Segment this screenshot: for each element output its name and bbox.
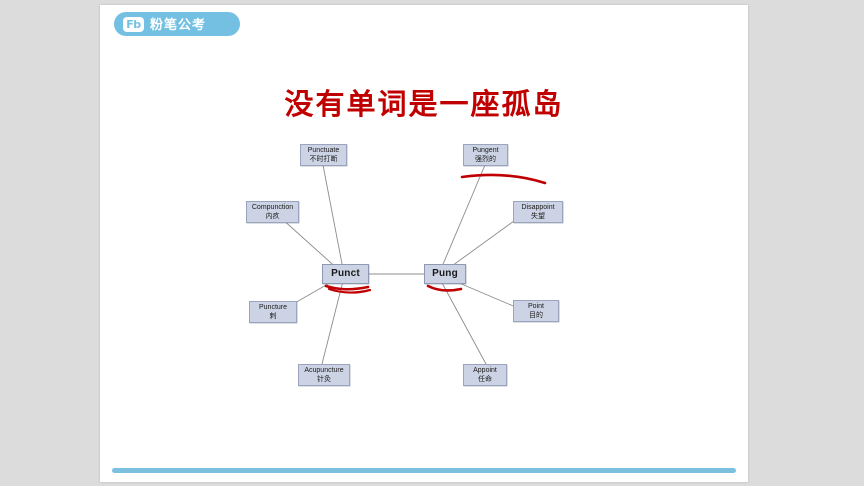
node-pungent-en: Pungent [472,147,499,154]
node-pungent[interactable]: Pungent 强烈的 [463,144,508,167]
node-punctuate-zh: 不时打断 [309,155,338,164]
node-root-pung-en: Pung [432,268,458,279]
node-compunction[interactable]: Compunction 内疚 [246,201,299,224]
fenbi-logo-icon: Fb [123,16,144,32]
node-root-pung[interactable]: Pung [424,264,466,284]
node-appoint-zh: 任命 [478,375,492,384]
node-disappoint-zh: 失望 [531,212,545,221]
word-root-diagram: Punctuate 不时打断 Compunction 内疚 Puncture 刺… [100,5,748,482]
connector-pung-pungent [440,164,486,270]
node-punctuate[interactable]: Punctuate 不时打断 [300,144,347,167]
bottom-accent-bar [112,468,736,473]
annotation-underline-punct [324,284,370,291]
node-root-punct[interactable]: Punct [322,264,369,284]
diagram-connectors [280,164,547,365]
connector-punct-compunction [280,217,341,272]
slide-title: 没有单词是一座孤岛 [284,87,564,121]
connector-punct-acupuncture [321,280,344,365]
node-point-en: Point [528,303,544,310]
node-appoint[interactable]: Appoint 任命 [463,364,507,387]
node-acupuncture[interactable]: Acupuncture 针灸 [298,364,350,387]
node-puncture[interactable]: Puncture 刺 [249,301,297,324]
node-compunction-en: Compunction [251,204,294,211]
connector-punct-punctuate [322,164,344,270]
annotation-underline-punct-2 [327,287,372,294]
node-appoint-en: Appoint [473,367,497,374]
node-point[interactable]: Point 目的 [513,300,559,323]
node-point-zh: 目的 [529,311,543,320]
node-punctuate-en: Punctuate [307,147,340,154]
node-root-punct-en: Punct [331,268,360,279]
node-acupuncture-zh: 针灸 [317,375,331,384]
presentation-slide: Fb 粉笔公考 没有单词是一座孤岛 [100,5,748,482]
node-disappoint-en: Disappoint [521,204,555,211]
node-acupuncture-en: Acupuncture [304,367,344,374]
brand-name: 粉笔公考 [150,16,207,32]
brand-banner: Fb 粉笔公考 [114,12,240,36]
annotation-underline-pungent [460,173,547,185]
connector-pung-disappoint [444,217,519,272]
annotation-underline-pung [426,284,463,292]
node-puncture-en: Puncture [258,304,288,311]
node-puncture-zh: 刺 [269,312,277,321]
node-compunction-zh: 内疚 [265,212,280,221]
node-pungent-zh: 强烈的 [475,155,496,164]
connector-pung-appoint [440,280,487,365]
node-disappoint[interactable]: Disappoint 失望 [513,201,563,224]
